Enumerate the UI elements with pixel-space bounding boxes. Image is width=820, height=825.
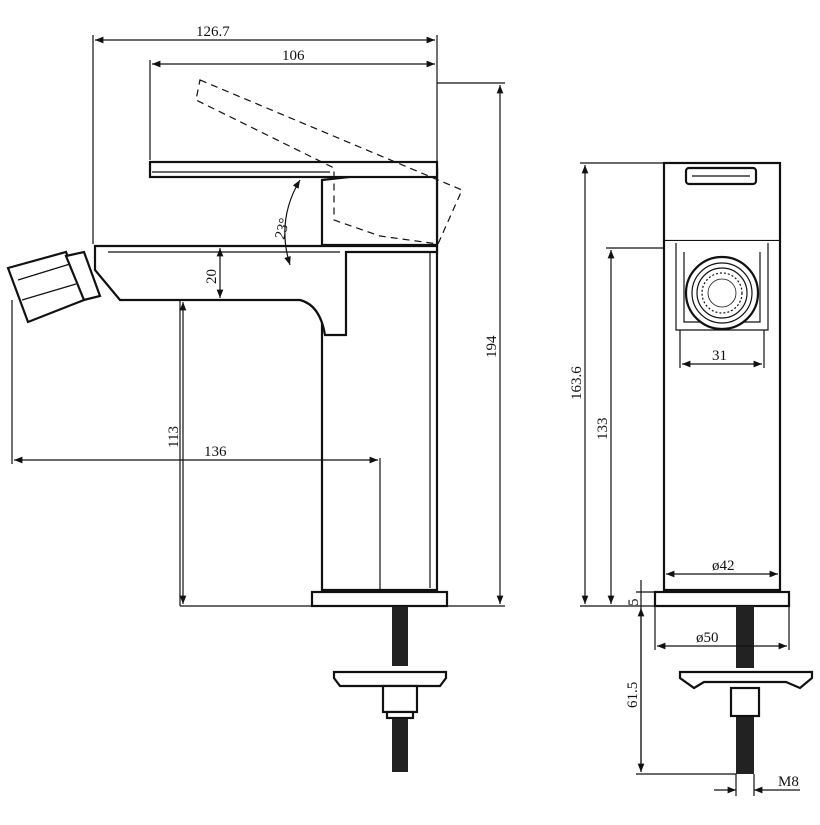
front-spout [93,244,439,337]
front-nut [381,684,419,714]
dim-base-thickness: 5 [626,599,642,607]
side-threaded-rod [736,606,754,774]
front-mounting-washer [332,670,448,688]
dim-overall-width: 126.7 [196,24,230,40]
dim-total-height: 194 [484,335,500,358]
front-aerator [6,250,102,324]
side-aerator-face [684,255,760,331]
dim-shank-length: 61.5 [625,682,641,708]
front-base-plate [310,590,449,608]
dim-spout-clearance: 113 [166,426,182,448]
dim-body-diameter: ø42 [712,558,735,574]
dim-aerator-width: 31 [712,348,727,364]
front-view: 126.7 106 194 20 23° 113 136 [6,24,505,772]
front-handle-housing [320,166,439,247]
front-threaded-rod [392,606,408,772]
dim-spout-reach: 136 [204,444,227,460]
side-mounting-washer [678,670,814,690]
dim-side-total-height: 163.6 [569,366,585,400]
side-body [662,241,782,592]
dim-angle: 23° [272,217,293,241]
dim-base-diameter: ø50 [696,630,719,646]
front-handle-open-position [195,79,463,245]
side-base-plate [653,590,791,608]
dim-handle-width: 106 [282,48,305,64]
side-view: 163.6 133 31 ø42 ø50 5 61.5 M8 [569,161,814,796]
side-nut [729,686,761,718]
dim-thread-size: M8 [778,774,799,790]
front-handle-lever [148,160,439,179]
angle-arc [284,179,301,266]
dim-spout-height: 20 [204,269,220,284]
dim-side-body-height: 133 [595,418,611,441]
